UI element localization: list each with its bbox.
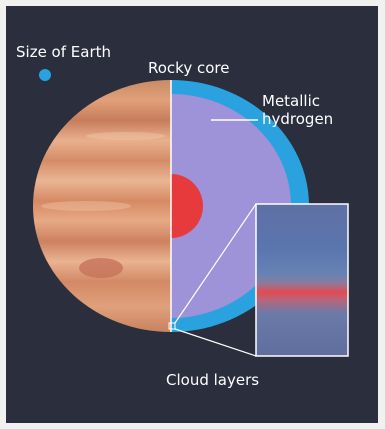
earth-size-label: Size of Earth bbox=[16, 43, 112, 61]
great-red-spot bbox=[79, 258, 123, 278]
jupiter-diagram bbox=[33, 69, 349, 357]
band-highlight bbox=[86, 132, 166, 140]
metallic-hydrogen-label-line2: hydrogen bbox=[262, 110, 334, 128]
earth-dot bbox=[39, 69, 51, 81]
inset-connector-bottom bbox=[174, 328, 257, 357]
jupiter-bands bbox=[33, 80, 171, 332]
rocky-core-label: Rocky core bbox=[148, 59, 230, 77]
cloud-layers-label: Cloud layers bbox=[166, 371, 260, 389]
cloud-layers-marker bbox=[168, 322, 176, 330]
band-highlight bbox=[41, 201, 131, 211]
rocky-core bbox=[171, 174, 203, 238]
diagram-panel: Size of Earth Rocky core Metallic hydrog… bbox=[6, 6, 378, 423]
inset-connector-top bbox=[174, 203, 257, 324]
jupiter-exterior-half bbox=[33, 80, 171, 332]
metallic-hydrogen-label-line1: Metallic bbox=[262, 92, 320, 110]
cloud-layers-inset bbox=[255, 203, 349, 357]
